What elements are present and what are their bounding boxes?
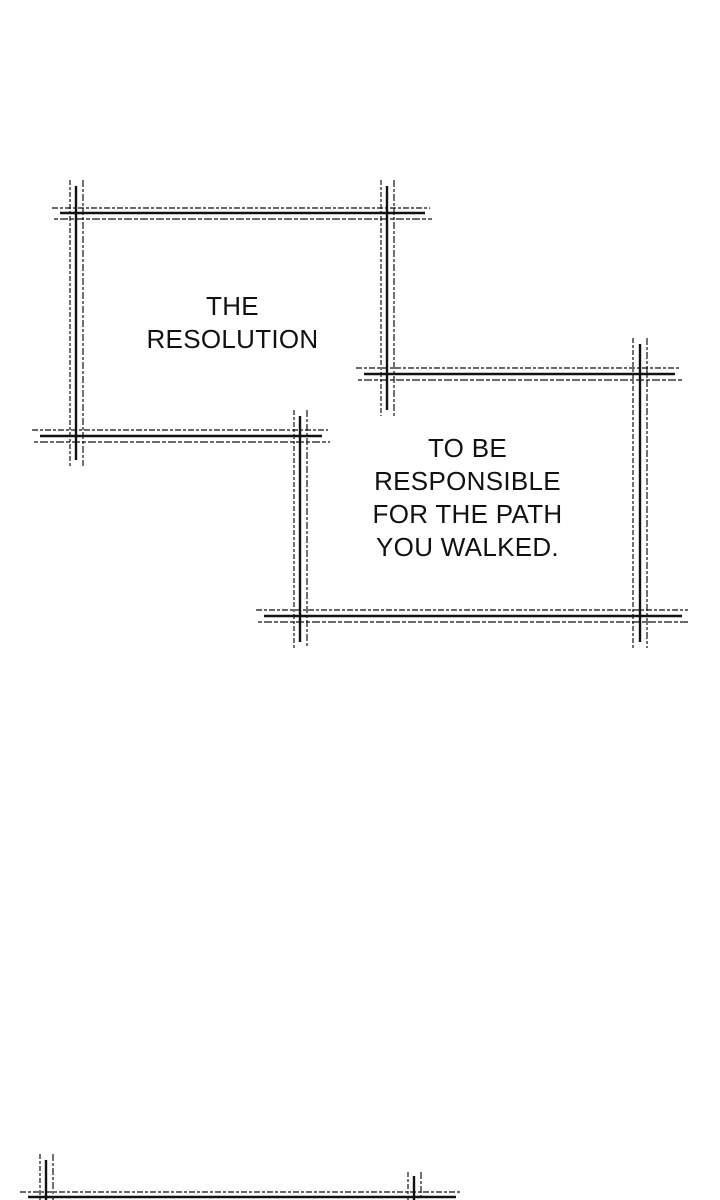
caption-2-line: TO BE [427,433,508,463]
caption-box-1-frame [32,180,432,466]
caption-1-text: THE RESOLUTION [130,290,335,356]
caption-2-line: FOR THE PATH [372,499,563,529]
caption-box-3-frame-partial [20,1154,462,1200]
caption-1-line: RESOLUTION [146,324,319,354]
caption-2-line: RESPONSIBLE [374,466,561,496]
caption-1-line: THE [206,291,259,321]
caption-2-line: YOU WALKED. [376,532,559,562]
caption-2-text: TO BE RESPONSIBLE FOR THE PATH YOU WALKE… [350,432,585,564]
caption-box-2-frame [256,338,690,648]
